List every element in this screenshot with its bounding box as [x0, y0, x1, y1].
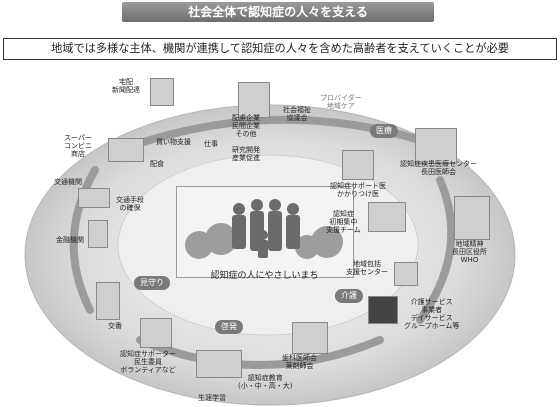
care-facility-image	[368, 296, 398, 324]
students-image	[196, 350, 242, 378]
label-support-doctor: 認知症サポート医 かかりつけ医	[330, 182, 386, 198]
city-hall-image	[454, 196, 490, 240]
center-scene	[176, 186, 354, 278]
supporter-image	[140, 318, 172, 348]
flow-arrow-left	[69, 166, 99, 314]
label-education: 認知症教育 (小・中・高・大)	[238, 374, 293, 390]
tag-enlightenment: 啓発	[215, 320, 243, 334]
shop-image	[108, 138, 144, 162]
label-early-team: 認知症 初期集中 支援チーム	[326, 210, 361, 234]
delivery-person-image	[150, 78, 174, 106]
tag-care: 介護	[335, 289, 363, 303]
label-transport: 交通機関	[54, 178, 82, 186]
label-delivery: 宅配 新聞配達	[112, 78, 140, 94]
label-transport-support: 交通手段 の確保	[116, 196, 144, 212]
family-illustration	[185, 199, 343, 259]
label-company: 配慮企業 民間企業 その他	[232, 114, 260, 138]
tag-watch: 見守り	[134, 276, 170, 290]
flow-arrow-right	[416, 176, 456, 324]
label-shigoto: 仕事	[204, 140, 218, 148]
bank-image	[88, 220, 108, 248]
label-dental: 歯科医師会 薬剤師会	[282, 354, 317, 370]
label-city-hall: 地域精神 長田区役所 WHO	[452, 240, 487, 264]
label-medical-center: 認知症疾患医療センター 長田医師会	[400, 160, 477, 176]
diagram-subtitle: 地域では多様な主体、機関が連携して認知症の人々を含めた高齢者を支えていくことが必…	[3, 38, 557, 60]
center-caption: 認知症の人にやさしいまち	[210, 271, 319, 281]
label-police: 交番	[108, 322, 122, 330]
label-haishoku: 配食	[150, 160, 164, 168]
label-finance: 金融機関	[56, 236, 84, 244]
company-building-image	[238, 82, 270, 118]
label-shakaikyo: 社会福祉 協議会	[283, 106, 311, 122]
support-center-image	[394, 262, 418, 286]
flow-arrow-bottom	[136, 336, 384, 369]
doctor-image	[342, 150, 374, 180]
label-research: 研究開発 産業促進	[232, 146, 260, 162]
bus-image	[78, 188, 110, 208]
label-super: スーパー コンビニ 商店	[64, 134, 92, 158]
label-supporter: 認知症サポーター 民生委員 ボランティアなど	[120, 350, 176, 374]
team-image	[368, 202, 406, 232]
police-image	[96, 282, 120, 320]
diagram-title: 社会全体で認知症の人々を支える	[122, 2, 434, 22]
label-kanazawa: プロバイダー 地域ケア	[320, 94, 362, 110]
tag-medical: 医療	[370, 124, 398, 138]
label-kaimono: 買い物支援	[156, 138, 191, 146]
label-care-service: 介護サービス 事業者 デイサービス グループホーム等	[404, 298, 460, 330]
label-student: 生涯学習	[198, 394, 226, 402]
label-chiiki-center: 地域包括 支援センター	[346, 260, 388, 276]
dental-image	[292, 322, 328, 354]
hospital-image	[415, 128, 457, 164]
